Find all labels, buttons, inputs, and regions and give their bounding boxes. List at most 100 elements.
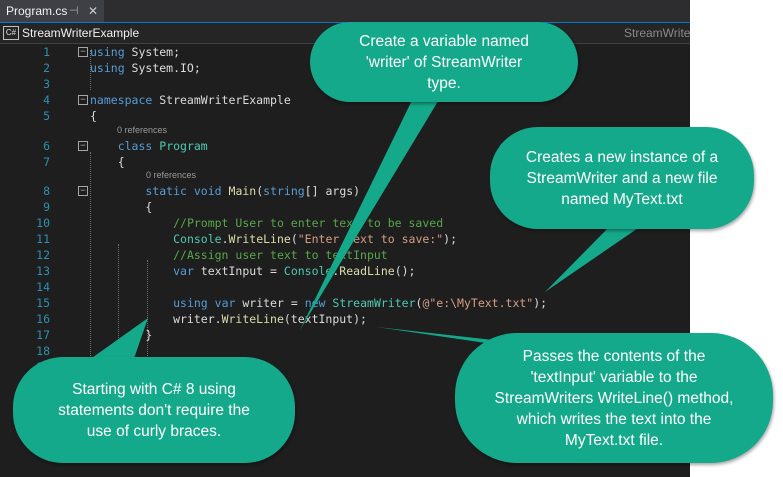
line-number: 17: [36, 328, 50, 342]
code-line: 14: [0, 279, 690, 295]
collapse-icon[interactable]: −: [78, 47, 88, 57]
code-token: static: [145, 184, 187, 198]
code-line: 4 −namespace StreamWriterExample: [0, 92, 690, 108]
code-token: .: [332, 264, 340, 278]
tab-program-cs[interactable]: Program.cs ⊣ ✕: [0, 0, 104, 22]
code-token: //Prompt User to enter text to be saved: [173, 216, 444, 230]
code-text: //Prompt User to enter text to be saved: [90, 215, 443, 231]
code-text: {: [90, 154, 125, 170]
line-number: 8: [43, 184, 50, 198]
code-line: 17 }: [0, 327, 690, 343]
line-number: 16: [36, 312, 50, 326]
callout-new-instance-text: Creates a new instance of a StreamWriter…: [525, 148, 719, 208]
line-number: 15: [36, 296, 50, 310]
codelens-references[interactable]: 0 references: [117, 125, 168, 135]
pin-icon[interactable]: ⊣: [69, 5, 79, 17]
close-icon[interactable]: ✕: [88, 4, 99, 18]
code-token: writer.: [90, 312, 222, 326]
callout-csharp8-text: Starting with C# 8 using statements don'…: [58, 380, 250, 440]
code-token: Program: [159, 139, 208, 153]
line-number: 11: [36, 232, 50, 246]
callout-pointer-new-instance: [545, 224, 644, 292]
document-tab-bar: Program.cs ⊣ ✕: [0, 0, 690, 23]
indent-guide: [147, 260, 148, 362]
code-token: System.IO;: [124, 61, 201, 75]
code-token: string: [263, 184, 305, 198]
indent-guide: [90, 50, 91, 90]
code-token: {: [90, 109, 97, 123]
callout-passes-contents-text: Passes the contents of the 'textInput' v…: [494, 347, 734, 449]
code-text: writer.WriteLine(textInput);: [90, 311, 367, 327]
code-token: Main: [228, 184, 257, 198]
line-number: 14: [36, 280, 50, 294]
callout-pointer-create-variable: [300, 88, 446, 330]
code-token: WriteLine: [228, 232, 291, 246]
code-line: 3: [0, 76, 690, 92]
code-token: ();: [394, 264, 416, 278]
line-number: 4: [43, 93, 50, 107]
code-token: textInput =: [193, 264, 284, 278]
code-token: }: [90, 328, 153, 342]
line-number: 9: [43, 200, 50, 214]
code-token: (: [256, 184, 264, 198]
code-line: 10 //Prompt User to enter text to be sav…: [0, 215, 690, 231]
code-token: Console: [173, 232, 222, 246]
code-token: namespace: [90, 93, 153, 107]
indent-guide: [118, 244, 119, 364]
collapse-icon[interactable]: −: [78, 141, 88, 151]
line-number: 7: [43, 155, 50, 169]
code-token: {: [90, 200, 153, 214]
code-token: using: [173, 296, 208, 310]
code-token: [] args): [304, 184, 361, 198]
code-token: {: [90, 155, 125, 169]
callout-passes-contents: Passes the contents of the 'textInput' v…: [455, 333, 773, 463]
code-text: class Program: [90, 138, 208, 154]
type-dropdown[interactable]: StreamWriterExample: [624, 26, 690, 40]
line-number: 5: [43, 109, 50, 123]
collapse-icon[interactable]: −: [78, 95, 88, 105]
code-text: Console.WriteLine("Enter text to save:")…: [90, 231, 457, 247]
code-token: .: [221, 232, 229, 246]
code-token: var: [214, 296, 236, 310]
code-line: 6 − class Program: [0, 138, 690, 154]
code-text: {: [90, 199, 152, 215]
code-token: using: [90, 45, 125, 59]
callout-create-variable-text: Create a variable named 'writer' of Stre…: [359, 32, 529, 92]
code-token: );: [443, 232, 458, 246]
line-number: 10: [36, 216, 50, 230]
collapse-icon[interactable]: −: [78, 186, 88, 196]
line-number: 12: [36, 248, 50, 262]
line-number: 1: [43, 45, 50, 59]
callout-csharp8: Starting with C# 8 using statements don'…: [13, 357, 295, 463]
code-line: 13 var textInput = Console.ReadLine();: [0, 263, 690, 279]
code-token: writer =: [235, 296, 305, 310]
code-text: var textInput = Console.ReadLine();: [90, 263, 415, 279]
code-token: class: [117, 139, 153, 153]
code-line: 16 writer.WriteLine(textInput);: [0, 311, 690, 327]
code-token: var: [173, 264, 194, 278]
code-text: static void Main(string[] args): [90, 183, 360, 199]
code-text: {: [90, 108, 97, 124]
project-dropdown[interactable]: StreamWriterExample: [22, 26, 140, 40]
code-line: 7 {: [0, 154, 690, 170]
line-number: 6: [43, 139, 50, 153]
tab-title: Program.cs: [6, 4, 68, 18]
code-text: using System.IO;: [90, 60, 201, 76]
code-text: using System;: [90, 44, 180, 60]
code-token: StreamWriterExample: [152, 93, 291, 107]
code-line: 11 Console.WriteLine("Enter text to save…: [0, 231, 690, 247]
code-token: StreamWriter: [332, 296, 416, 310]
code-token: void: [193, 184, 222, 198]
code-token: ReadLine: [339, 264, 395, 278]
codelens-references[interactable]: 0 references: [146, 170, 197, 180]
code-text: }: [90, 327, 152, 343]
code-line: 9 {: [0, 199, 690, 215]
callout-new-instance: Creates a new instance of a StreamWriter…: [490, 127, 754, 229]
code-token: System;: [124, 45, 181, 59]
code-token: using: [90, 61, 125, 75]
code-token: Console: [283, 264, 333, 278]
csharp-project-icon: C#: [3, 26, 19, 40]
code-line: 8 − static void Main(string[] args): [0, 183, 690, 199]
